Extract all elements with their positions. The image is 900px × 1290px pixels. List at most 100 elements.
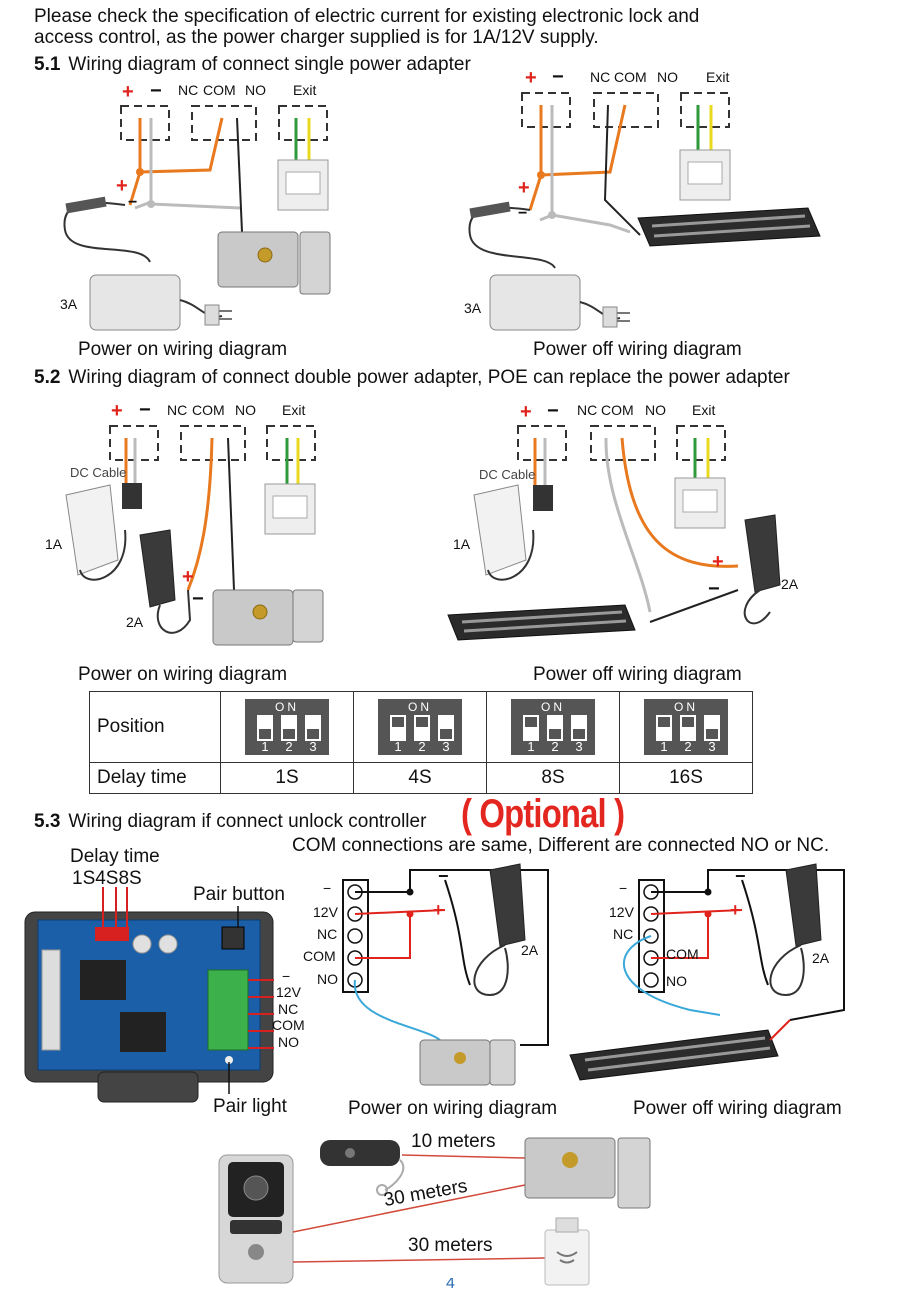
distance-10m: 10 meters (411, 1131, 496, 1152)
adapter-1a-label: 1A (453, 536, 471, 552)
dip-switch-number: 1 (660, 739, 668, 754)
minus-label: − (139, 399, 151, 421)
dip-on-label: ON (408, 700, 432, 714)
plus-label: + (111, 400, 123, 422)
dc-cable-label: DC Cable (70, 465, 127, 480)
section-number: 5.3 (34, 811, 61, 832)
terminal-label: 12V (609, 904, 634, 920)
dip-switch-number: 3 (309, 739, 317, 754)
distance-30m: 30 meters (408, 1235, 493, 1256)
dip-switch-toggle (704, 715, 720, 741)
exit-terminal-block (278, 105, 328, 141)
black-wire (236, 117, 243, 233)
dip-switch-number: 2 (418, 739, 426, 754)
power-terminal-block (120, 105, 170, 141)
diagram-5-3-left (342, 863, 549, 1086)
pair-button-label: Pair button (193, 884, 285, 905)
diagram-5-1-right (468, 92, 821, 331)
orange-wire (139, 117, 224, 174)
plus-label: + (518, 177, 530, 199)
dip-switch-number: 2 (285, 739, 293, 754)
dip-switch-number: 3 (708, 739, 716, 754)
plus-label: + (122, 81, 134, 103)
terminal-label: NO (666, 973, 687, 989)
section-number: 5.2 (34, 367, 61, 388)
relay (120, 1012, 166, 1052)
usb-receiver (544, 1229, 590, 1286)
minus-label: − (128, 194, 138, 211)
caption-power-on: Power on wiring diagram (348, 1098, 558, 1119)
dip-switch-number: 1 (394, 739, 402, 754)
page-number: 4 (446, 1278, 455, 1290)
exit-label: Exit (706, 69, 730, 85)
dip-switch-toggle (571, 715, 587, 741)
caption-power-off: Power off wiring diagram (633, 1098, 842, 1119)
dc-cable-label: DC Cable (479, 467, 536, 482)
exit-label: Exit (692, 402, 716, 418)
adapter-2a-label: 2A (812, 950, 830, 966)
terminal-label: 12V (313, 904, 338, 920)
grey-wire (150, 202, 241, 210)
intro-line-1: Please check the specification of electr… (34, 6, 700, 27)
dip-switch-toggle (257, 715, 273, 741)
diagram-5-2-right (447, 425, 781, 641)
nc-label: NC (577, 402, 598, 418)
minus-label: − (735, 866, 746, 886)
terminal-label: NO (317, 971, 338, 987)
plug-icon (204, 304, 220, 326)
caption-power-on: Power on wiring diagram (78, 664, 288, 685)
terminal-label: NC (278, 1001, 299, 1017)
diagram-5-1-left (63, 105, 331, 331)
terminal-label: − (323, 880, 332, 896)
section-title: Wiring diagram if connect unlock control… (68, 811, 427, 832)
delay-value: 8S (486, 762, 620, 794)
optional-label: ( Optional ) (461, 792, 625, 836)
exit-label: Exit (293, 82, 317, 98)
adapter-1a-label: 1A (45, 536, 63, 552)
controller-board (24, 887, 274, 1103)
pair-light-label: Pair light (213, 1096, 287, 1117)
minus-label: − (708, 578, 720, 600)
plus-label: + (525, 67, 537, 89)
com-label: COM (203, 82, 236, 98)
dip-on-label: ON (275, 700, 299, 714)
nc-label: NC (178, 82, 199, 98)
terminal-label: NO (278, 1034, 299, 1050)
plus-label: + (712, 551, 724, 573)
dip-on-label: ON (674, 700, 698, 714)
minus-label: − (192, 588, 204, 610)
dip-switch-number: 1 (527, 739, 535, 754)
intro-line-2: access control, as the power charger sup… (34, 27, 599, 48)
remote-control (320, 1140, 400, 1166)
section-5-3-heading: 5.3 Wiring diagram if connect unlock cont… (34, 811, 426, 833)
intro-text: Please check the specification of electr… (34, 6, 699, 48)
section-number: 5.1 (34, 54, 61, 75)
diagram-5-2-left (65, 425, 324, 646)
caption-power-off: Power off wiring diagram (533, 339, 742, 360)
adapter-3a-label: 3A (60, 296, 78, 312)
caption-power-on: Power on wiring diagram (78, 339, 288, 360)
nc-label: NC (167, 402, 188, 418)
terminal-label: COM (303, 948, 336, 964)
minus-label: − (438, 866, 449, 886)
no-label: NO (645, 402, 666, 418)
minus-label: − (518, 205, 528, 222)
no-label: NO (245, 82, 266, 98)
plus-label: + (182, 566, 194, 588)
dip-on-label: ON (541, 700, 565, 714)
relay-terminal-block (191, 105, 257, 141)
dip-switch-toggle (390, 715, 406, 741)
adapter-2a (139, 529, 176, 608)
adapter-2a-label: 2A (781, 576, 799, 592)
delay-values-label: 1S4S8S (72, 868, 142, 889)
com-label: COM (192, 402, 225, 418)
